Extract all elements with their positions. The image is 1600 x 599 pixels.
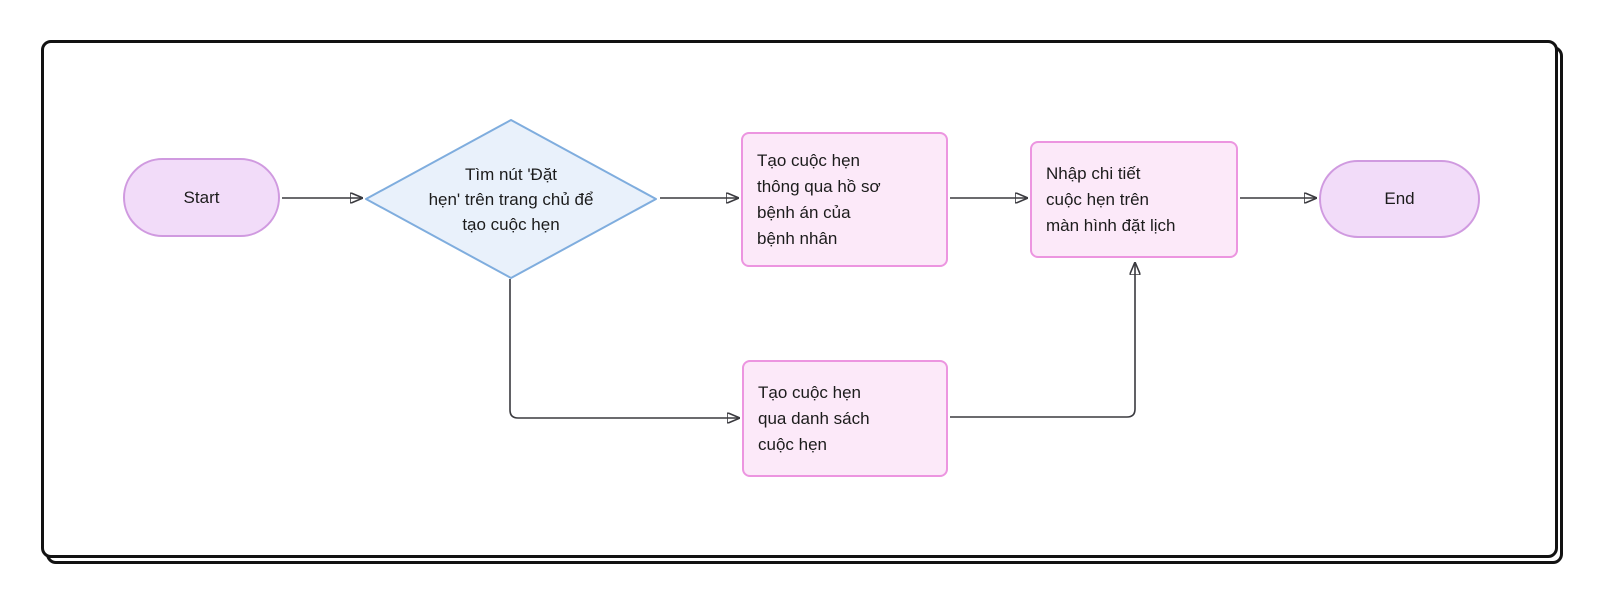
node-decision: Tìm nút 'Đặt hẹn' trên trang chủ để tạo … (364, 119, 658, 279)
diagram-frame (41, 40, 1558, 558)
node-start: Start (123, 158, 280, 237)
node-via-record-label: Tạo cuộc hẹn thông qua hồ sơ bệnh án của… (757, 150, 881, 248)
node-decision-label: Tìm nút 'Đặt hẹn' trên trang chủ để tạo … (428, 164, 594, 234)
node-enter-details: Nhập chi tiết cuộc hẹn trên màn hình đặt… (1030, 141, 1238, 258)
node-start-label: Start (183, 187, 220, 207)
node-end: End (1319, 160, 1480, 238)
diamond-shape (365, 119, 657, 279)
node-enter-details-label: Nhập chi tiết cuộc hẹn trên màn hình đặt… (1046, 163, 1176, 235)
node-end-label: End (1384, 189, 1415, 208)
node-via-list-label: Tạo cuộc hẹn qua danh sách cuộc hẹn (758, 382, 870, 454)
node-via-record: Tạo cuộc hẹn thông qua hồ sơ bệnh án của… (741, 132, 948, 267)
node-via-list: Tạo cuộc hẹn qua danh sách cuộc hẹn (742, 360, 948, 477)
